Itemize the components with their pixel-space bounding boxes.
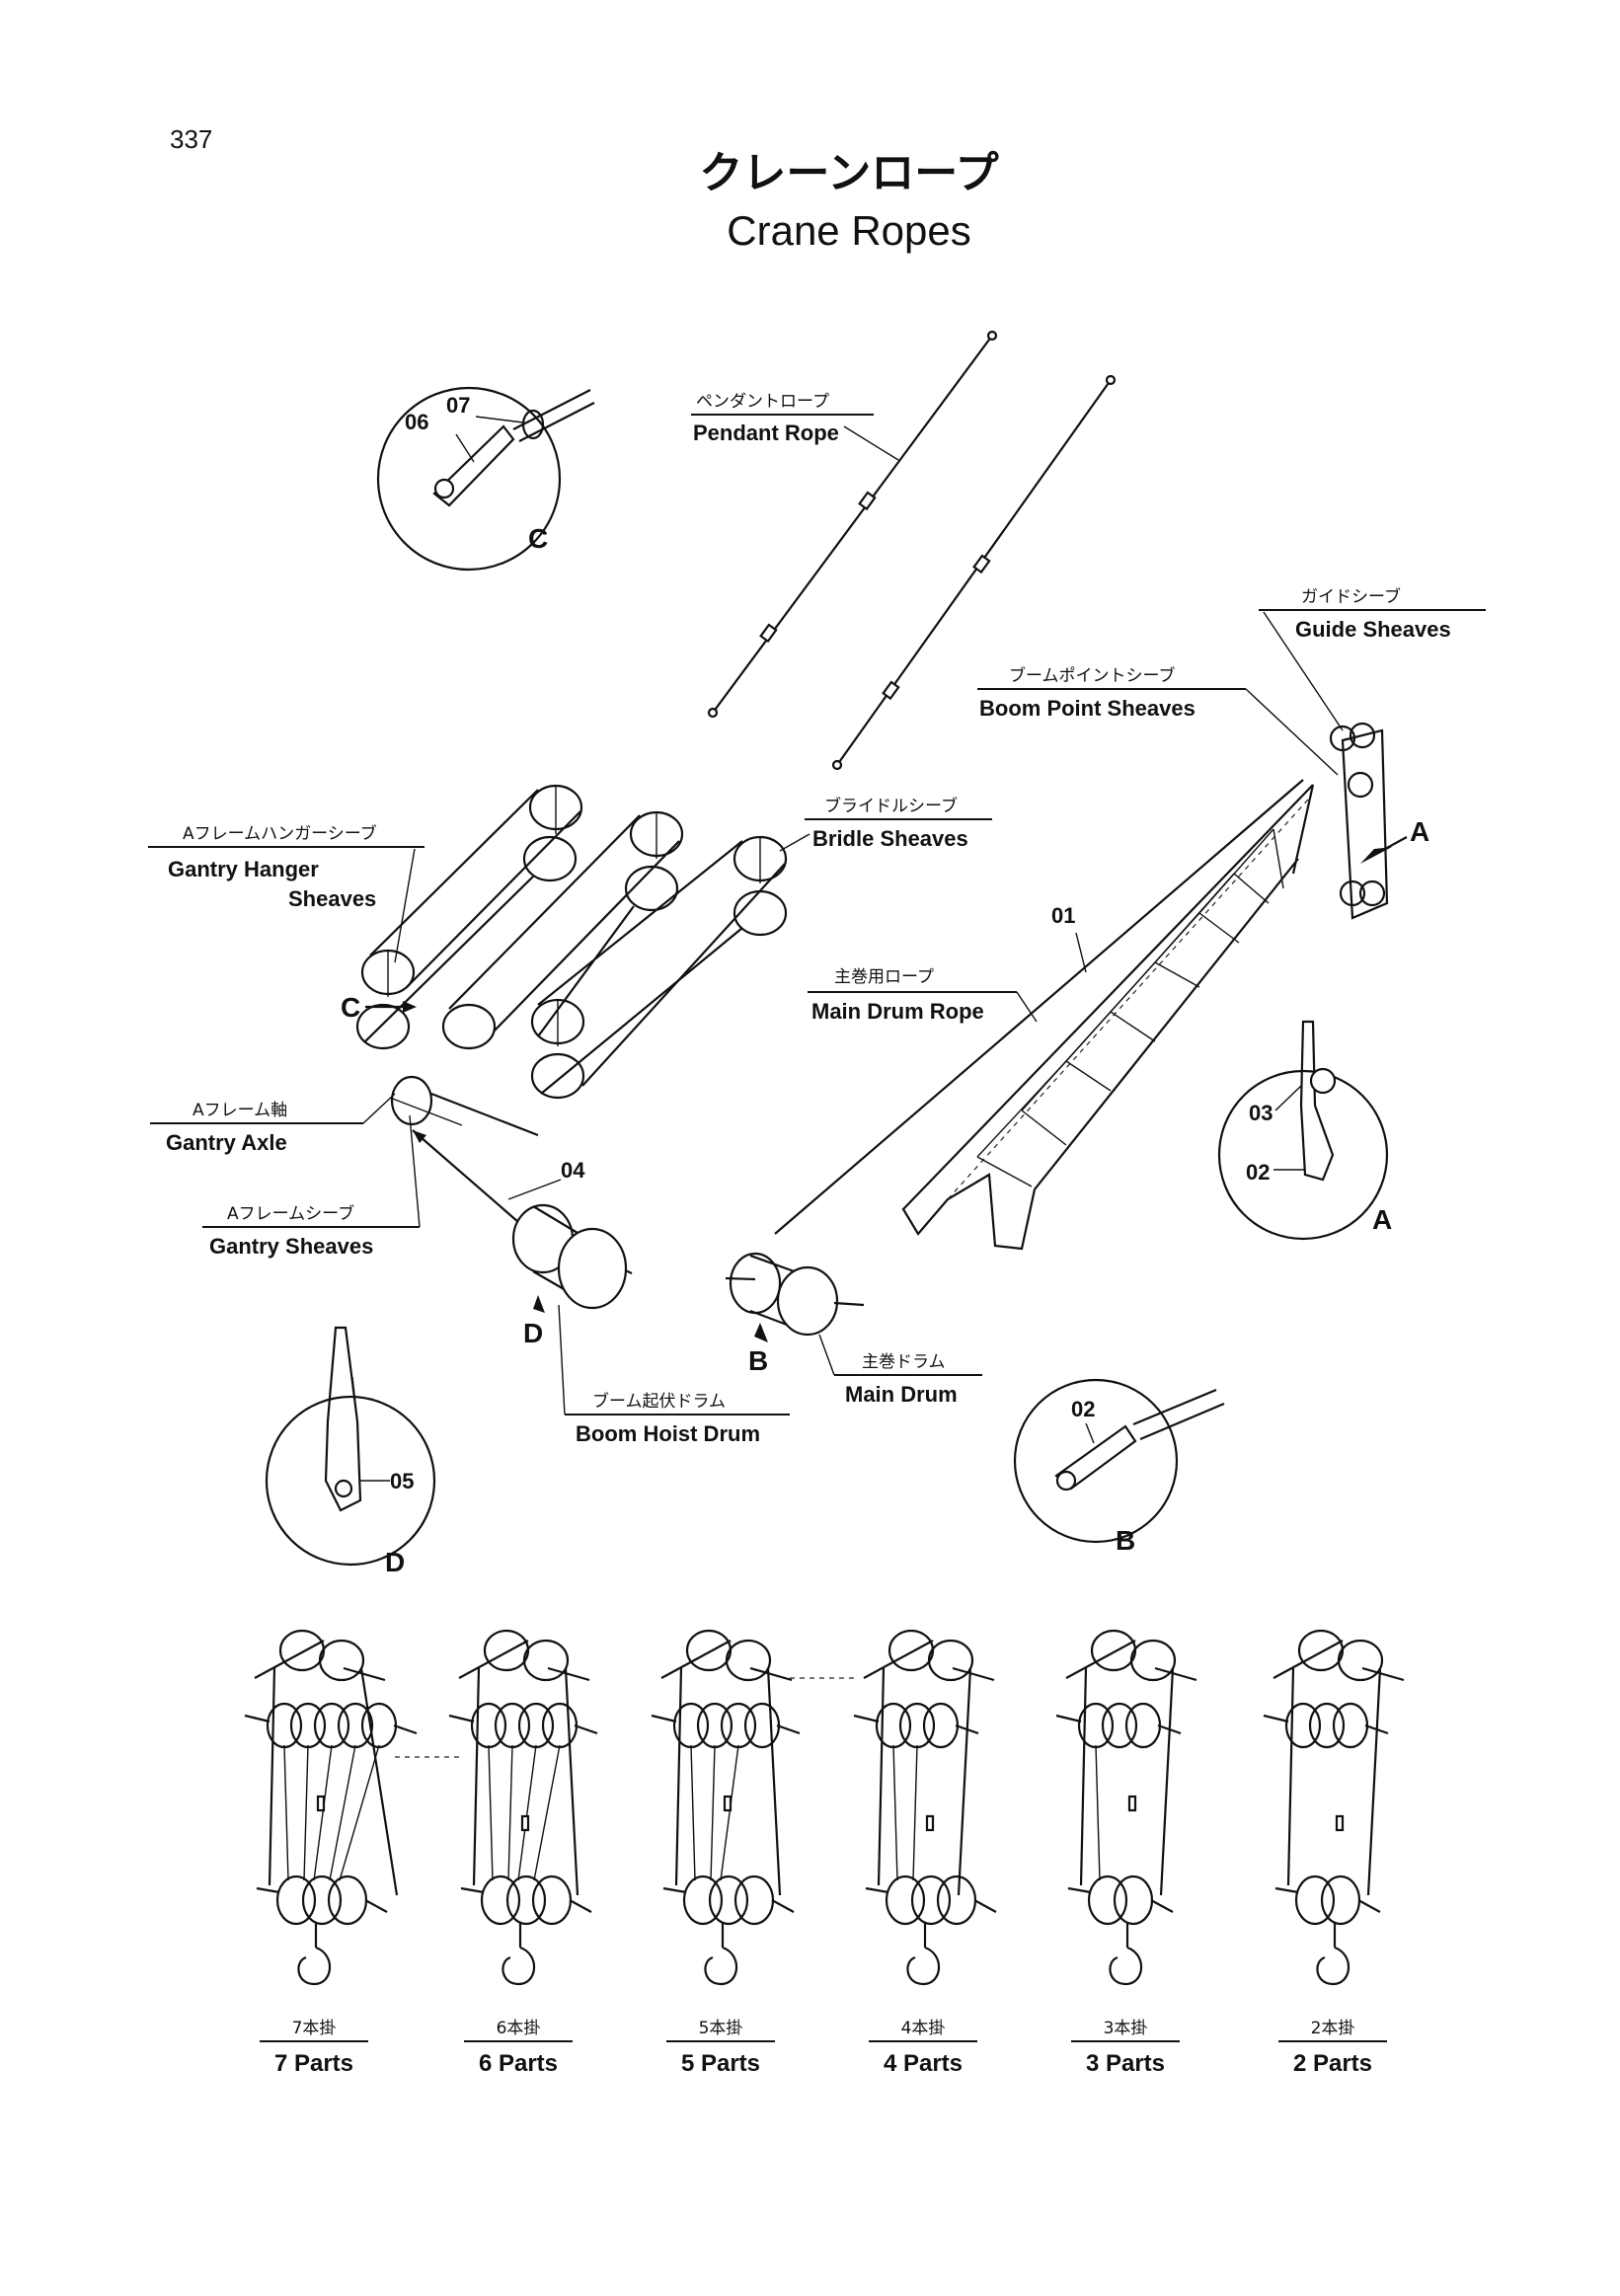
svg-text:Guide Sheaves: Guide Sheaves [1295,617,1451,642]
reeving-diagram: 7本掛 7 Parts [244,1629,418,2077]
svg-text:ペンダントロープ: ペンダントロープ [696,392,829,412]
reeving-label-jp: 4本掛 [901,2019,946,2038]
svg-text:ブーム起伏ドラム: ブーム起伏ドラム [592,1391,726,1412]
svg-text:Main Drum: Main Drum [845,1382,958,1407]
detail-d: 05 D [265,1326,436,1577]
boom-hoist-drum-label: ブーム起伏ドラム Boom Hoist Drum [558,1304,790,1446]
svg-text:B: B [748,1345,768,1376]
pendant-rope-label: ペンダントロープ Pendant Rope [691,392,899,461]
gantry-sheave-assembly: C [341,784,788,1137]
page-number: 337 [170,124,212,154]
svg-text:01: 01 [1051,903,1075,928]
svg-text:Gantry Axle: Gantry Axle [166,1130,287,1155]
svg-text:ガイドシーブ: ガイドシーブ [1301,586,1401,607]
reeving-label-en: 4 Parts [884,2050,963,2077]
reeving-label-en: 2 Parts [1293,2050,1372,2077]
svg-text:主巻用ロープ: 主巻用ロープ [834,967,934,987]
reeving-diagrams: 7本掛 7 Parts 6本掛 6 Parts 5本掛 5 Parts 4本掛 4 Parts… [244,1629,1405,2077]
svg-text:D: D [385,1547,405,1577]
reeving-diagram: 2本掛 2 Parts [1263,1629,1405,2077]
svg-text:Boom Hoist Drum: Boom Hoist Drum [576,1421,760,1446]
main-drum-label: 主巻ドラム Main Drum [818,1334,982,1407]
main-drum-rope-label: 主巻用ロープ Main Drum Rope 01 [808,903,1087,1024]
svg-text:Aフレームハンガーシーブ: Aフレームハンガーシーブ [183,823,377,844]
guide-sheaves-label: ガイドシーブ Guide Sheaves [1259,586,1486,731]
svg-text:05: 05 [390,1469,414,1493]
svg-text:D: D [523,1318,543,1348]
reeving-label-en: 3 Parts [1086,2050,1165,2077]
reeving-label-jp: 2本掛 [1311,2019,1355,2038]
reeving-diagram: 5本掛 5 Parts [651,1629,801,2077]
svg-text:Boom Point Sheaves: Boom Point Sheaves [979,696,1196,721]
detail-c: 06 07 C [376,386,595,572]
reeving-label-jp: 5本掛 [699,2019,743,2038]
boom-structure: A [774,722,1429,1251]
svg-text:02: 02 [1246,1160,1270,1185]
gantry-axle-label: Aフレーム軸 Gantry Axle [150,1093,396,1155]
boom-hoist-drum-drawing: 04 D [412,1129,633,1348]
svg-text:02: 02 [1071,1397,1095,1421]
svg-text:Gantry Hanger: Gantry Hanger [168,857,319,881]
reeving-diagram: 4本掛 4 Parts [853,1629,997,2077]
svg-text:主巻ドラム: 主巻ドラム [862,1352,946,1372]
detail-a: 03 02 A [1217,1020,1392,1241]
svg-text:04: 04 [561,1158,585,1183]
reeving-diagram: 6本掛 6 Parts [448,1629,598,2077]
pendant-rope-drawing [707,330,1117,771]
title-english: Crane Ropes [727,207,970,254]
boom-point-sheaves-label: ブームポイントシーブ Boom Point Sheaves [977,665,1339,776]
svg-text:Sheaves: Sheaves [288,886,376,911]
svg-text:ブライドルシーブ: ブライドルシーブ [824,796,958,816]
title-japanese: クレーンロープ [699,148,998,198]
svg-text:Aフレーム軸: Aフレーム軸 [193,1101,287,1120]
reeving-label-en: 5 Parts [681,2050,760,2077]
svg-text:06: 06 [405,410,428,434]
main-drum-drawing: B [725,1252,865,1376]
bridle-sheaves-label: ブライドルシーブ Bridle Sheaves [779,796,992,852]
reeving-label-jp: 7本掛 [292,2019,337,2038]
reeving-diagram: 3本掛 3 Parts [1055,1629,1197,2077]
svg-text:A: A [1372,1204,1392,1235]
svg-text:Pendant Rope: Pendant Rope [693,421,839,445]
reeving-label-en: 6 Parts [479,2050,558,2077]
svg-text:B: B [1116,1525,1135,1556]
svg-text:Bridle Sheaves: Bridle Sheaves [812,826,968,851]
svg-text:C: C [341,992,360,1023]
svg-text:Main Drum Rope: Main Drum Rope [811,999,984,1024]
svg-text:Gantry Sheaves: Gantry Sheaves [209,1234,373,1259]
svg-text:Aフレームシーブ: Aフレームシーブ [227,1203,354,1224]
svg-text:A: A [1410,816,1429,847]
svg-text:03: 03 [1249,1101,1273,1125]
gantry-hanger-sheaves-label: Aフレームハンガーシーブ Gantry Hanger Sheaves [148,823,424,963]
reeving-label-jp: 6本掛 [497,2019,541,2038]
svg-text:C: C [528,523,548,554]
gantry-sheaves-label: Aフレームシーブ Gantry Sheaves [202,1114,421,1259]
detail-b: 02 B [1013,1378,1225,1556]
svg-text:ブームポイントシーブ: ブームポイントシーブ [1009,665,1175,686]
reeving-label-en: 7 Parts [274,2050,353,2077]
reeving-label-jp: 3本掛 [1104,2019,1148,2038]
svg-text:07: 07 [446,393,470,418]
